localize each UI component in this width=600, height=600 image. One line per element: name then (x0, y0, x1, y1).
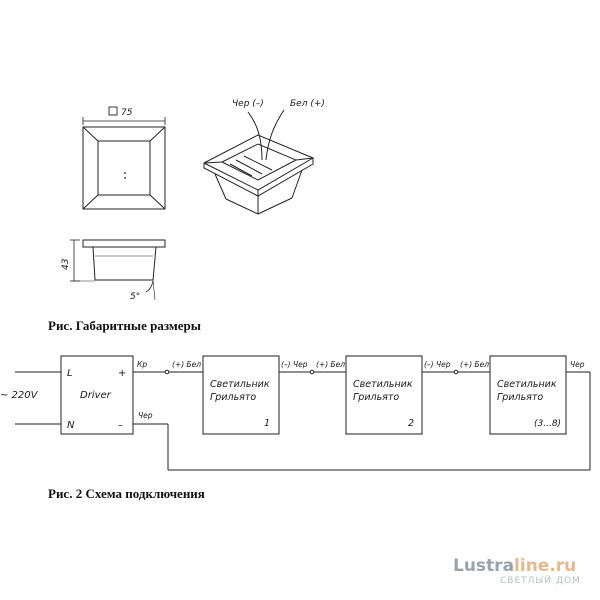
lamp-3-index: (3...8) (534, 419, 561, 429)
figure-1-caption: Рис. Габаритные размеры (48, 318, 201, 333)
watermark-brand-left: Lustra (453, 556, 514, 576)
lamp-box-2 (345, 355, 423, 435)
lamp-2-line2: Грильято (353, 392, 399, 403)
side-view-flange (82, 239, 166, 248)
black-wire-label: Чер (–) (232, 99, 264, 109)
lamp-2-in-label: (+) Бел (316, 360, 345, 369)
watermark-brand-right: line.ru (514, 556, 576, 576)
height-label: 43 (61, 258, 71, 270)
lamp-1-index: 1 (264, 418, 270, 429)
driver-box (60, 355, 134, 435)
isometric-view-drawing (203, 109, 315, 215)
lamp-box-1 (202, 355, 280, 435)
supply-voltage-label: ~ 220V (0, 390, 39, 401)
driver-pin-plus: + (118, 368, 126, 379)
figure-2-caption: Рис. 2 Схема подключения (48, 486, 205, 501)
top-view-inner-frame (97, 140, 151, 196)
lamp-1-line2: Грильято (210, 392, 256, 403)
driver-pin-minus: – (118, 420, 123, 431)
lamp-3-line1: Светильник (497, 379, 557, 390)
lamp-2-index: 2 (408, 418, 414, 429)
watermark-tagline: СВЕТЛЫЙ ДОМ (500, 574, 581, 586)
lamp-3-line2: Грильято (497, 392, 543, 403)
lamp-3-out-label: Чер (570, 360, 585, 369)
top-view-outer-frame (82, 126, 166, 210)
lamp-2-out-label: (–) Чер (424, 360, 451, 369)
lamp-1-out-label: (–) Чер (281, 360, 308, 369)
lamp-1-in-label: (+) Бел (172, 360, 201, 369)
lamp-box-3 (489, 355, 567, 435)
driver-out-plus-label: Кр (137, 360, 147, 369)
driver-out-minus-label: Чер (138, 411, 153, 420)
side-view-drawing (70, 239, 166, 301)
top-view-drawing (82, 117, 166, 210)
watermark-logo: Lustraline.ru СВЕТЛЫЙ ДОМ (453, 556, 581, 586)
driver-pin-n: N (67, 420, 75, 431)
driver-pin-l: L (67, 368, 73, 379)
angle-label: 5° (130, 292, 140, 302)
svg-text:Lustraline.ru: Lustraline.ru (453, 556, 576, 576)
lamp-2-line1: Светильник (353, 379, 413, 390)
lamp-3-in-label: (+) Бел (460, 360, 489, 369)
white-wire-label: Бел (+) (290, 99, 325, 109)
square-size-label: 75 (121, 108, 133, 118)
lamp-1-line1: Светильник (210, 379, 270, 390)
square-symbol-icon (108, 106, 118, 116)
wiring-schema (15, 355, 591, 471)
driver-name: Driver (80, 390, 112, 401)
